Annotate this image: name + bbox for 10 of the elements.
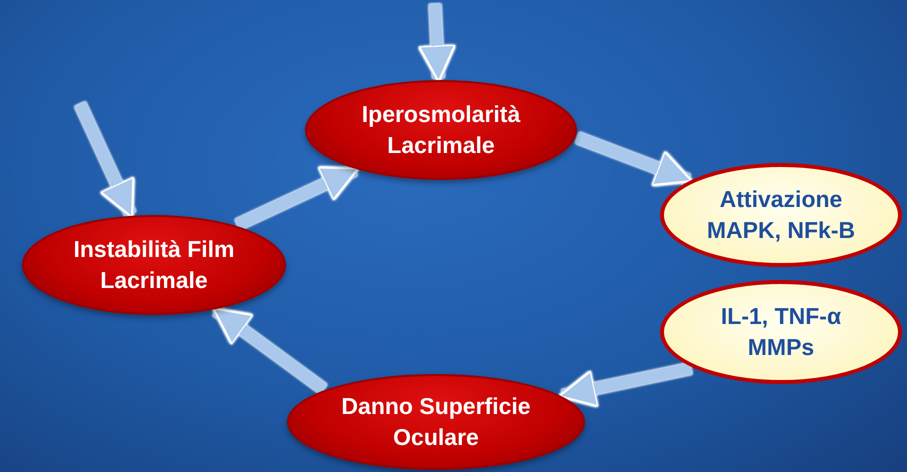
block-arrow [575,132,693,186]
block-arrow [234,164,360,230]
node-label: Iperosmolarità Lacrimale [360,100,522,160]
node-label: Attivazione MAPK, NFk-B [706,184,856,245]
node-label: IL-1, TNF-α MMPs [720,302,842,362]
block-arrow [558,362,692,408]
node-label: Instabilità Film Lacrimale [72,234,236,295]
block-arrow [418,4,456,83]
node-label: Danno Superficie Oculare [340,392,532,452]
block-arrow [212,306,328,394]
